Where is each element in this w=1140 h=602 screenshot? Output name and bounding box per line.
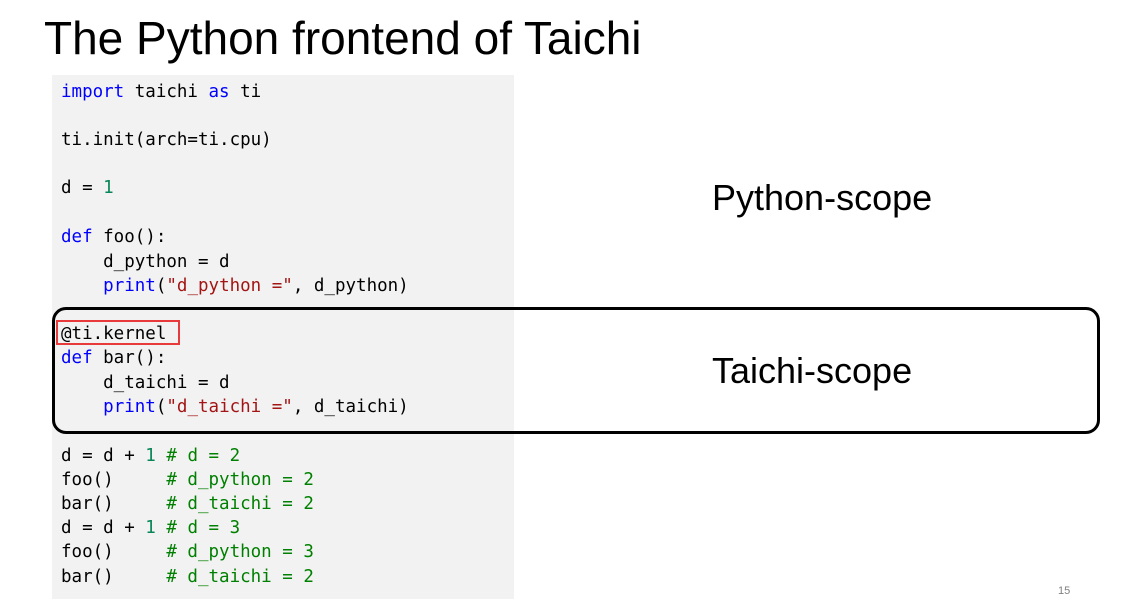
code-line-d-taichi: d_taichi = d — [61, 373, 230, 393]
number-literal: 1 — [145, 446, 156, 466]
code-line-print-taichi: print("d_taichi =", d_taichi) — [61, 395, 409, 419]
code-line-call-bar-2: bar() # d_taichi = 2 — [61, 565, 314, 589]
code-line-call-foo-2: foo() # d_python = 3 — [61, 540, 314, 564]
builtin-print: print — [103, 276, 156, 296]
code-comment: # d_python = 3 — [166, 542, 314, 562]
code-line-call-foo-1: foo() # d_python = 2 — [61, 468, 314, 492]
code-line-increment-1: d = d + 1 # d = 2 — [61, 444, 240, 468]
code-text: bar(): — [92, 348, 167, 368]
code-text: d = — [61, 178, 104, 198]
code-text: foo() — [61, 542, 167, 562]
code-text: foo() — [61, 470, 167, 490]
slide-title: The Python frontend of Taichi — [44, 12, 642, 64]
code-text: , d_python) — [292, 276, 409, 296]
code-text: ( — [155, 276, 167, 296]
code-text: d = d + — [61, 446, 146, 466]
code-line-decorator: @ti.kernel — [61, 324, 167, 344]
string-literal: "d_python =" — [166, 276, 293, 296]
code-comment: # d = 3 — [155, 518, 241, 538]
code-text: d = d + — [61, 518, 146, 538]
code-comment: # d_python = 2 — [166, 470, 314, 490]
taichi-scope-box — [52, 307, 1100, 434]
code-line-def-foo: def foo(): — [61, 225, 166, 249]
code-line-import: import taichi as ti — [61, 80, 261, 104]
code-comment: # d_taichi = 2 — [166, 494, 314, 514]
code-comment: # d = 2 — [155, 446, 241, 466]
number-literal: 1 — [145, 518, 156, 538]
code-text: taichi — [124, 82, 209, 102]
code-text: , d_taichi) — [292, 397, 409, 417]
code-line-call-bar-1: bar() # d_taichi = 2 — [61, 492, 314, 516]
code-text: ( — [155, 397, 167, 417]
code-text: bar() — [61, 567, 167, 587]
python-scope-label: Python-scope — [712, 177, 933, 218]
code-indent — [61, 276, 103, 296]
decorator-highlight-box — [56, 320, 180, 345]
code-line-d-python: d_python = d — [61, 252, 230, 272]
builtin-print: print — [103, 397, 156, 417]
keyword-def: def — [61, 227, 93, 247]
code-line-print-python: print("d_python =", d_python) — [61, 274, 409, 298]
page-number: 15 — [1058, 585, 1071, 597]
string-literal: "d_taichi =" — [166, 397, 293, 417]
code-panel — [52, 75, 514, 599]
taichi-scope-label: Taichi-scope — [712, 350, 913, 391]
code-text: bar() — [61, 494, 167, 514]
code-line-increment-2: d = d + 1 # d = 3 — [61, 516, 240, 540]
keyword-as: as — [208, 82, 230, 102]
code-line-def-bar: def bar(): — [61, 346, 166, 370]
code-line-assign-d: d = 1 — [61, 176, 114, 200]
keyword-import: import — [61, 82, 125, 102]
code-text: ti — [229, 82, 262, 102]
number-literal: 1 — [103, 178, 114, 198]
code-text: foo(): — [92, 227, 167, 247]
keyword-def: def — [61, 348, 93, 368]
code-comment: # d_taichi = 2 — [166, 567, 314, 587]
code-line-init: ti.init(arch=ti.cpu) — [61, 130, 272, 150]
